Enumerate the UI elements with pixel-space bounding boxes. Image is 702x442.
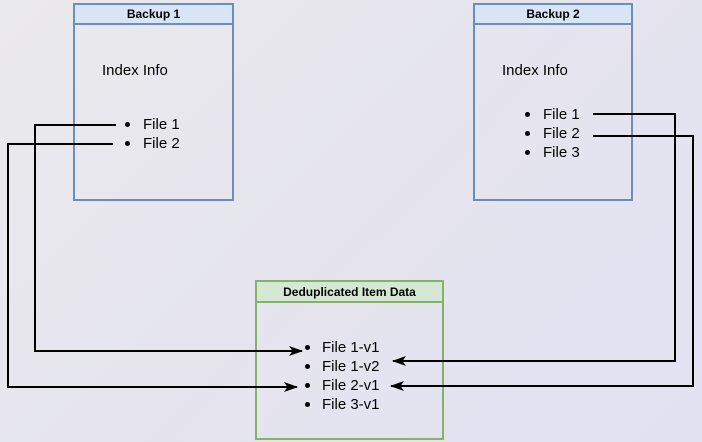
backup1-file-list: File 1 File 2 — [75, 115, 180, 153]
backup1-title: Backup 1 — [75, 5, 232, 25]
backup1-box: Backup 1 Index Info File 1 File 2 — [73, 3, 234, 201]
dedup-item: File 1-v1 — [257, 338, 380, 357]
backup2-box: Backup 2 Index Info File 1 File 2 File 3 — [473, 3, 633, 201]
backup2-file-item: File 1 — [475, 105, 580, 124]
dedup-item: File 2-v1 — [257, 376, 380, 395]
dedup-title: Deduplicated Item Data — [257, 282, 442, 303]
dedup-item: File 3-v1 — [257, 395, 380, 414]
deduplicated-item-data-box: Deduplicated Item Data File 1-v1 File 1-… — [255, 280, 444, 440]
backup2-file-item: File 2 — [475, 124, 580, 143]
backup2-title: Backup 2 — [475, 5, 631, 25]
backup2-index-info-label: Index Info — [502, 62, 568, 79]
backup1-index-info-label: Index Info — [102, 62, 168, 79]
dedup-item-list: File 1-v1 File 1-v2 File 2-v1 File 3-v1 — [257, 338, 380, 414]
backup2-file-item: File 3 — [475, 143, 580, 162]
dedup-item: File 1-v2 — [257, 357, 380, 376]
backup2-file-list: File 1 File 2 File 3 — [475, 105, 580, 162]
backup1-file-item: File 2 — [75, 134, 180, 153]
backup1-file-item: File 1 — [75, 115, 180, 134]
